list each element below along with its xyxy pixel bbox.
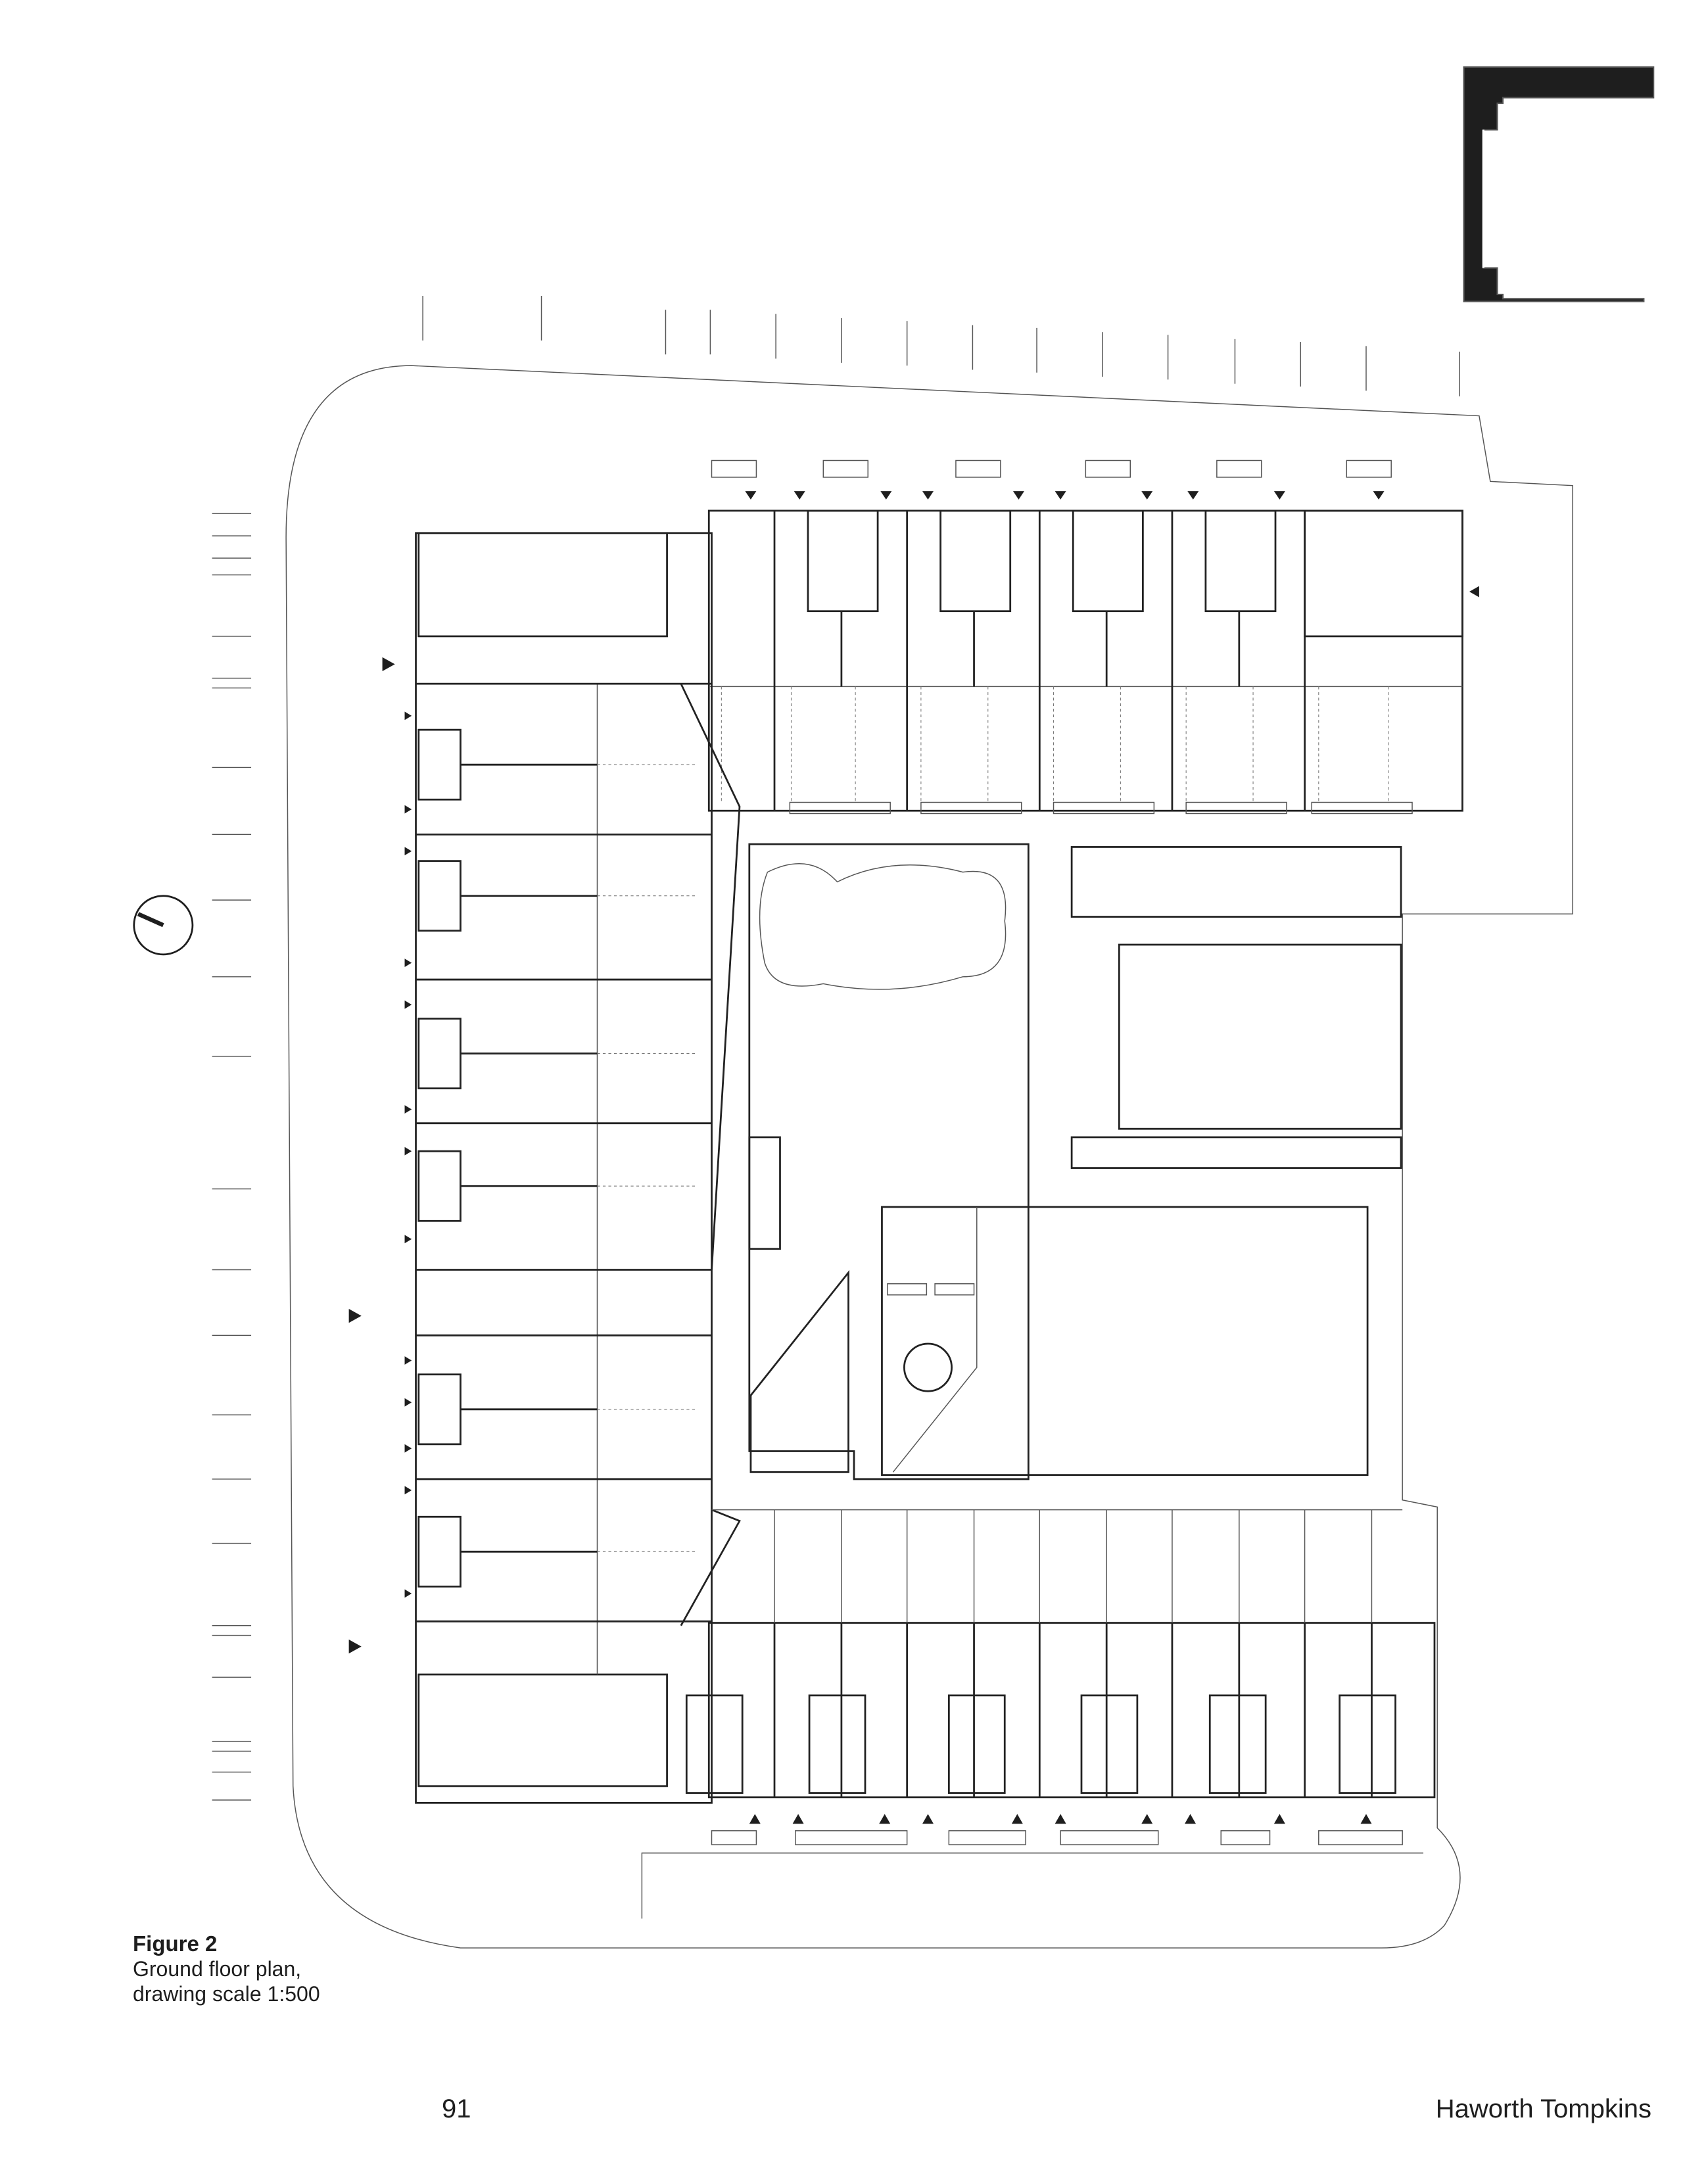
page-number: 91 bbox=[442, 2094, 471, 2123]
entrance-arrow-icon bbox=[404, 1486, 412, 1495]
entrance-arrow-icon bbox=[404, 1356, 412, 1365]
dwelling-core bbox=[808, 1694, 866, 1794]
boundary-wall bbox=[641, 1853, 1423, 1919]
dwelling-core bbox=[1072, 509, 1144, 613]
entrance-arrow-icon bbox=[1360, 1814, 1372, 1824]
courtyard bbox=[748, 843, 1402, 1480]
entrance-arrow-icon bbox=[794, 491, 805, 500]
planter bbox=[795, 1830, 908, 1845]
entrance-arrow-icon bbox=[745, 491, 757, 500]
entrance-arrow-icon bbox=[404, 958, 412, 967]
entrance-arrow-icon bbox=[404, 1146, 412, 1156]
planter bbox=[711, 1830, 757, 1845]
entrance-arrow-icon bbox=[404, 1105, 412, 1114]
entrance-arrow-icon bbox=[404, 711, 412, 721]
north-terrace-block bbox=[707, 460, 1463, 815]
dwelling-core bbox=[947, 1694, 1006, 1794]
planter bbox=[1346, 460, 1392, 478]
dwelling-core bbox=[417, 1018, 462, 1090]
dwelling-core bbox=[685, 1694, 744, 1794]
street-trees bbox=[212, 296, 1460, 1801]
dwelling-core bbox=[417, 1150, 462, 1222]
entrance-arrow-icon bbox=[1141, 491, 1153, 500]
corner-unit bbox=[1304, 509, 1463, 638]
running-footer-author: Haworth Tompkins bbox=[1435, 2094, 1651, 2123]
entrance-arrow-icon bbox=[404, 1589, 412, 1598]
entrance-arrow-icon bbox=[1011, 1814, 1023, 1824]
figure-description-line1: Ground floor plan, bbox=[133, 1957, 302, 1981]
entrance-arrow-icon bbox=[922, 1814, 934, 1824]
west-wing-block bbox=[415, 532, 741, 1804]
figure-label: Figure 2 bbox=[133, 1931, 218, 1956]
planter bbox=[1216, 460, 1262, 478]
entrance-arrow-icon bbox=[404, 847, 412, 856]
dwelling-core bbox=[1208, 1694, 1267, 1794]
north-arrow-icon bbox=[133, 895, 194, 956]
entrance-arrow-icon bbox=[404, 805, 412, 814]
entrance-arrow-icon bbox=[1055, 1814, 1066, 1824]
entrance-arrows bbox=[348, 491, 1479, 1824]
entrance-arrow-icon bbox=[1055, 491, 1066, 500]
figure-description-line2: drawing scale 1:500 bbox=[133, 1982, 320, 2006]
dwelling-core bbox=[1339, 1694, 1396, 1794]
dwelling-core bbox=[807, 509, 879, 613]
planter bbox=[955, 460, 1001, 478]
planter bbox=[711, 460, 757, 478]
entrance-arrow-icon bbox=[792, 1814, 804, 1824]
site-boundary bbox=[285, 365, 1573, 1949]
dwelling-core bbox=[417, 728, 462, 801]
south-terrace-block bbox=[641, 1509, 1436, 1919]
entrance-arrow-icon bbox=[404, 1000, 412, 1009]
planter bbox=[1220, 1830, 1271, 1845]
entrance-arrow-icon bbox=[404, 1235, 412, 1244]
planter bbox=[1085, 460, 1131, 478]
entrance-arrow-icon bbox=[1185, 1814, 1197, 1824]
entrance-arrow-icon bbox=[1141, 1814, 1153, 1824]
entrance-arrow-icon bbox=[880, 491, 892, 500]
entrance-arrow-icon bbox=[922, 491, 934, 500]
key-plan-c-shape-icon bbox=[1463, 66, 1655, 302]
entrance-arrow-icon bbox=[382, 657, 395, 671]
planter bbox=[948, 1830, 1026, 1845]
entrance-arrow-icon bbox=[1469, 586, 1479, 598]
planter bbox=[1318, 1830, 1403, 1845]
figure-caption: Figure 2 Ground floor plan, drawing scal… bbox=[133, 1931, 320, 2006]
entrance-arrow-icon bbox=[348, 1308, 362, 1323]
entrance-arrow-icon bbox=[348, 1640, 362, 1654]
entrance-arrow-icon bbox=[1273, 491, 1285, 500]
entrance-arrow-icon bbox=[749, 1814, 761, 1824]
dwelling-core bbox=[1204, 509, 1277, 613]
planter bbox=[1060, 1830, 1159, 1845]
dwelling-core bbox=[417, 1373, 462, 1446]
dwelling-core bbox=[939, 509, 1012, 613]
entrance-arrow-icon bbox=[404, 1398, 412, 1407]
dwelling-core bbox=[417, 1515, 462, 1588]
entrance-arrow-icon bbox=[1187, 491, 1199, 500]
entrance-arrow-icon bbox=[1012, 491, 1024, 500]
dwelling-core bbox=[1080, 1694, 1139, 1794]
planter bbox=[822, 460, 868, 478]
entrance-arrow-icon bbox=[1373, 491, 1385, 500]
entrance-arrow-icon bbox=[1273, 1814, 1285, 1824]
entrance-arrow-icon bbox=[879, 1814, 891, 1824]
dwelling-core bbox=[417, 860, 462, 932]
entrance-arrow-icon bbox=[404, 1444, 412, 1453]
